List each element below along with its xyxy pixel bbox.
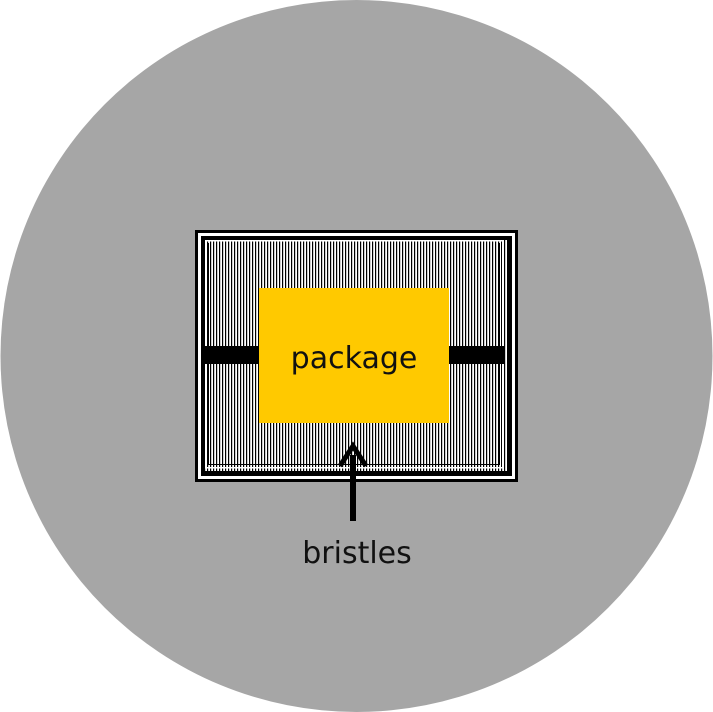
bristles-label: bristles [302, 536, 412, 571]
package-box [259, 288, 449, 423]
bristles-arrow [337, 441, 369, 521]
package-label: package [291, 341, 418, 376]
side-bar-left [205, 346, 260, 364]
arrow-head [337, 441, 369, 468]
bristle-track-top [205, 240, 504, 242]
side-bar-right [448, 346, 504, 364]
bristle-frame [195, 230, 518, 482]
arrow-shaft [350, 455, 356, 521]
